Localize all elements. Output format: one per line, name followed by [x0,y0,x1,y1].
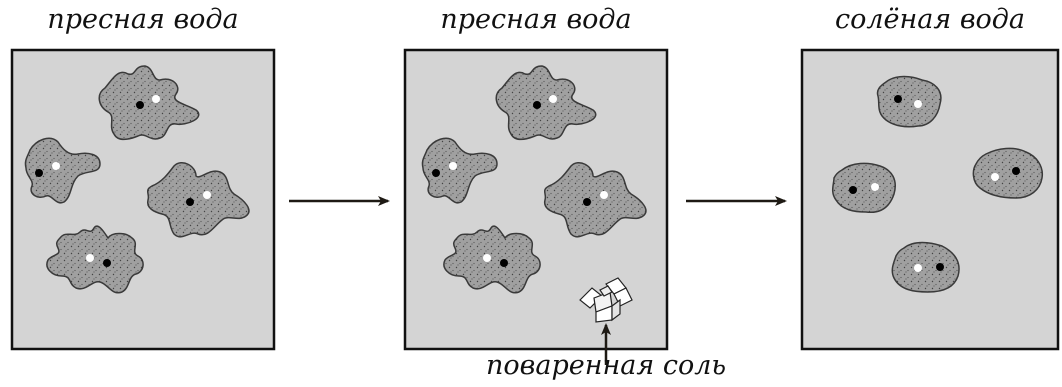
nucleus-icon [936,263,944,271]
nucleus-icon [35,169,43,177]
vacuole-icon [449,162,457,170]
panel-2-title: пресная вода [440,4,632,35]
rounded-amoeba-icon [972,147,1044,199]
amoeba-icon [443,225,541,294]
vacuole-icon [86,254,94,262]
vacuole-icon [600,191,608,199]
amoeba-icon [146,162,250,238]
nucleus-icon [432,169,440,177]
salt-label: поваренная соль [486,350,727,381]
rounded-amoeba-icon [891,241,960,293]
vacuole-icon [52,162,60,170]
nucleus-icon [1012,167,1020,175]
vacuole-icon [203,191,211,199]
amoeba-icon [24,137,101,204]
panel-1-title: пресная вода [47,4,239,35]
nucleus-icon [500,259,508,267]
nucleus-icon [186,198,194,206]
panel-salt-water [800,48,1060,351]
amoeba-icon [495,65,597,141]
amoeba-icon [421,137,498,204]
nucleus-icon [583,198,591,206]
vacuole-icon [914,264,922,272]
nucleus-icon [533,101,541,109]
nucleus-icon [136,101,144,109]
vacuole-icon [483,254,491,262]
panel-fresh-water-2 [403,48,669,365]
amoeba-icon [46,225,144,294]
panel-3-title: солёная вода [834,4,1026,35]
vacuole-icon [914,100,922,108]
nucleus-icon [103,259,111,267]
nucleus-icon [894,95,902,103]
amoeba-icon [543,162,647,238]
vacuole-icon [991,173,999,181]
nucleus-icon [849,186,857,194]
amoeba-icon [98,65,200,141]
rounded-amoeba-icon [831,162,896,214]
vacuole-icon [152,95,160,103]
vacuole-icon [549,95,557,103]
rounded-amoeba-icon [876,75,942,128]
vacuole-icon [871,183,879,191]
panel-fresh-water-1 [10,48,276,351]
salt-crystals-icon [579,277,633,323]
